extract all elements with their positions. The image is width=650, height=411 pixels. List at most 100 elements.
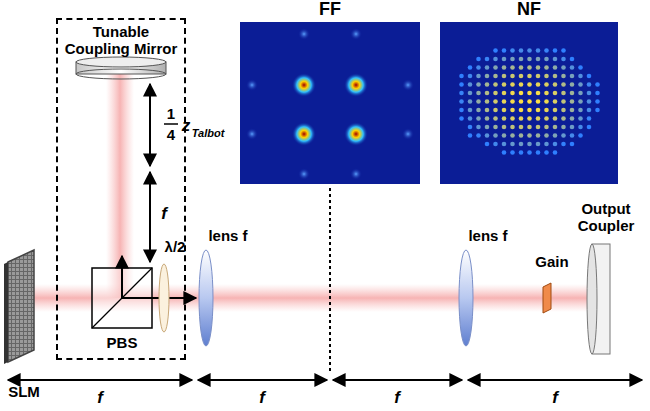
component-label: PBS	[107, 335, 138, 352]
near-field-spot	[468, 74, 473, 79]
near-field-spot	[536, 99, 541, 104]
near-field-spot	[510, 74, 515, 79]
near-field-spot	[519, 125, 524, 130]
near-field-spot	[587, 74, 592, 79]
near-field-spot	[468, 91, 473, 96]
near-field-spot	[561, 116, 566, 121]
near-field-spot	[536, 116, 541, 121]
near-field-spot	[553, 74, 558, 79]
near-field-spot	[519, 57, 524, 62]
near-field-spot	[493, 125, 498, 130]
component-label: 1	[167, 106, 175, 123]
pbs-cube	[92, 256, 196, 328]
near-field-spot	[544, 142, 549, 147]
near-field-spot	[527, 65, 532, 70]
near-field-spot	[468, 116, 473, 121]
near-field-spot	[561, 57, 566, 62]
near-field-spot	[587, 108, 592, 113]
near-field-spot	[519, 48, 524, 53]
near-field-spot	[536, 82, 541, 87]
half-wave-plate	[159, 264, 169, 332]
drawing-part	[350, 28, 362, 40]
near-field-spot	[502, 142, 507, 147]
near-field-spot	[519, 108, 524, 113]
near-field-spot	[553, 142, 558, 147]
component-label: Tunable Coupling Mirror	[62, 24, 180, 57]
near-field-spot	[510, 116, 515, 121]
near-field-spot	[544, 108, 549, 113]
near-field-spot	[459, 108, 464, 113]
near-field-spot	[519, 74, 524, 79]
near-field-spot	[468, 99, 473, 104]
near-field-spot	[485, 65, 490, 70]
near-field-spot	[502, 125, 507, 130]
component-label: lens f	[468, 228, 507, 245]
drawing-part	[440, 22, 618, 184]
near-field-spot	[561, 125, 566, 130]
talbot-arrow	[149, 84, 151, 166]
coupling-mirror	[76, 57, 166, 79]
lens	[199, 250, 213, 346]
near-field-spot	[536, 57, 541, 62]
near-field-spot	[527, 142, 532, 147]
near-field-image	[440, 22, 618, 184]
near-field-spot	[476, 133, 481, 138]
near-field-spot	[468, 65, 473, 70]
near-field-spot	[570, 108, 575, 113]
near-field-spot	[536, 91, 541, 96]
near-field-spot	[519, 116, 524, 121]
near-field-spot	[553, 99, 558, 104]
near-field-spot	[544, 116, 549, 121]
near-field-spot	[595, 99, 600, 104]
near-field-spot	[561, 133, 566, 138]
near-field-spot	[476, 65, 481, 70]
drawing-part	[246, 128, 258, 140]
near-field-spot	[595, 91, 600, 96]
near-field-spot	[587, 99, 592, 104]
near-field-spot	[459, 116, 464, 121]
near-field-spot	[561, 99, 566, 104]
component-label: lens f	[208, 228, 247, 245]
near-field-spot	[519, 133, 524, 138]
near-field-spot	[578, 74, 583, 79]
component-label: 4	[167, 127, 175, 144]
drawing-part	[587, 244, 597, 354]
near-field-spot	[595, 82, 600, 87]
near-field-spot	[493, 57, 498, 62]
drawing-part	[8, 250, 34, 362]
near-field-spot	[544, 74, 549, 79]
near-field-spot	[476, 57, 481, 62]
near-field-spot	[553, 91, 558, 96]
drawing-part	[198, 379, 327, 381]
drawing-part	[333, 379, 462, 381]
near-field-spot	[468, 125, 473, 130]
near-field-spot	[578, 125, 583, 130]
drawing-part	[344, 122, 368, 146]
near-field-spot	[544, 91, 549, 96]
near-field-spot	[561, 65, 566, 70]
near-field-spot	[527, 82, 532, 87]
near-field-spot	[476, 125, 481, 130]
near-field-spot	[493, 133, 498, 138]
near-field-spot	[527, 125, 532, 130]
near-field-spot	[595, 108, 600, 113]
near-field-spot	[493, 65, 498, 70]
drawing-part	[76, 57, 166, 67]
near-field-spot	[468, 82, 473, 87]
near-field-spot	[510, 91, 515, 96]
image-panel: FF	[240, 0, 420, 22]
near-field-spot	[510, 99, 515, 104]
near-field-spot	[510, 65, 515, 70]
near-field-spots	[459, 48, 600, 155]
drawing-part	[121, 256, 123, 298]
near-field-spot	[476, 82, 481, 87]
near-field-spot	[544, 48, 549, 53]
near-field-spot	[536, 65, 541, 70]
near-field-spot	[476, 74, 481, 79]
near-field-spot	[570, 65, 575, 70]
near-field-spot	[476, 116, 481, 121]
near-field-spot	[502, 116, 507, 121]
panel-title: FF	[242, 0, 418, 20]
near-field-spot	[536, 133, 541, 138]
near-field-spot	[544, 133, 549, 138]
